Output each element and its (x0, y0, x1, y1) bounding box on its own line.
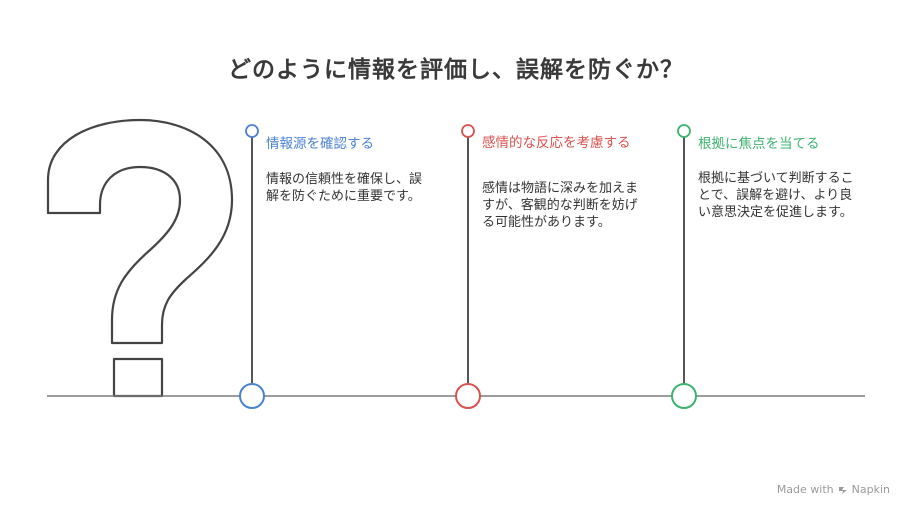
step-3-body: 根拠に基づいて判断することで、誤解を避け、より良い意思決定を促進します。 (698, 171, 854, 220)
page-title: どのように情報を評価し、誤解を防ぐか？ (228, 57, 684, 83)
napkin-brand-label: Napkin (851, 483, 890, 496)
step-1-body: 情報の信頼性を確保し、誤解を防ぐために重要です。 (266, 172, 423, 204)
step-3-title: 根拠に焦点を当てる (698, 136, 820, 152)
step-1-title: 情報源を確認する (266, 136, 374, 152)
made-with-label: Made with (776, 483, 834, 496)
step-1-marker (239, 124, 265, 409)
step-2-title: 感情的な反応を考慮する (482, 135, 631, 151)
question-mark-icon (46, 118, 234, 398)
made-with-napkin-footer[interactable]: Made with Napkin (777, 483, 890, 496)
step-3-marker (671, 124, 697, 409)
step-2-marker (455, 124, 481, 409)
napkin-logo-icon (838, 486, 847, 494)
step-2-body: 感情は物語に深みを加えますが、客観的な判断を妨げる可能性があります。 (482, 181, 639, 230)
